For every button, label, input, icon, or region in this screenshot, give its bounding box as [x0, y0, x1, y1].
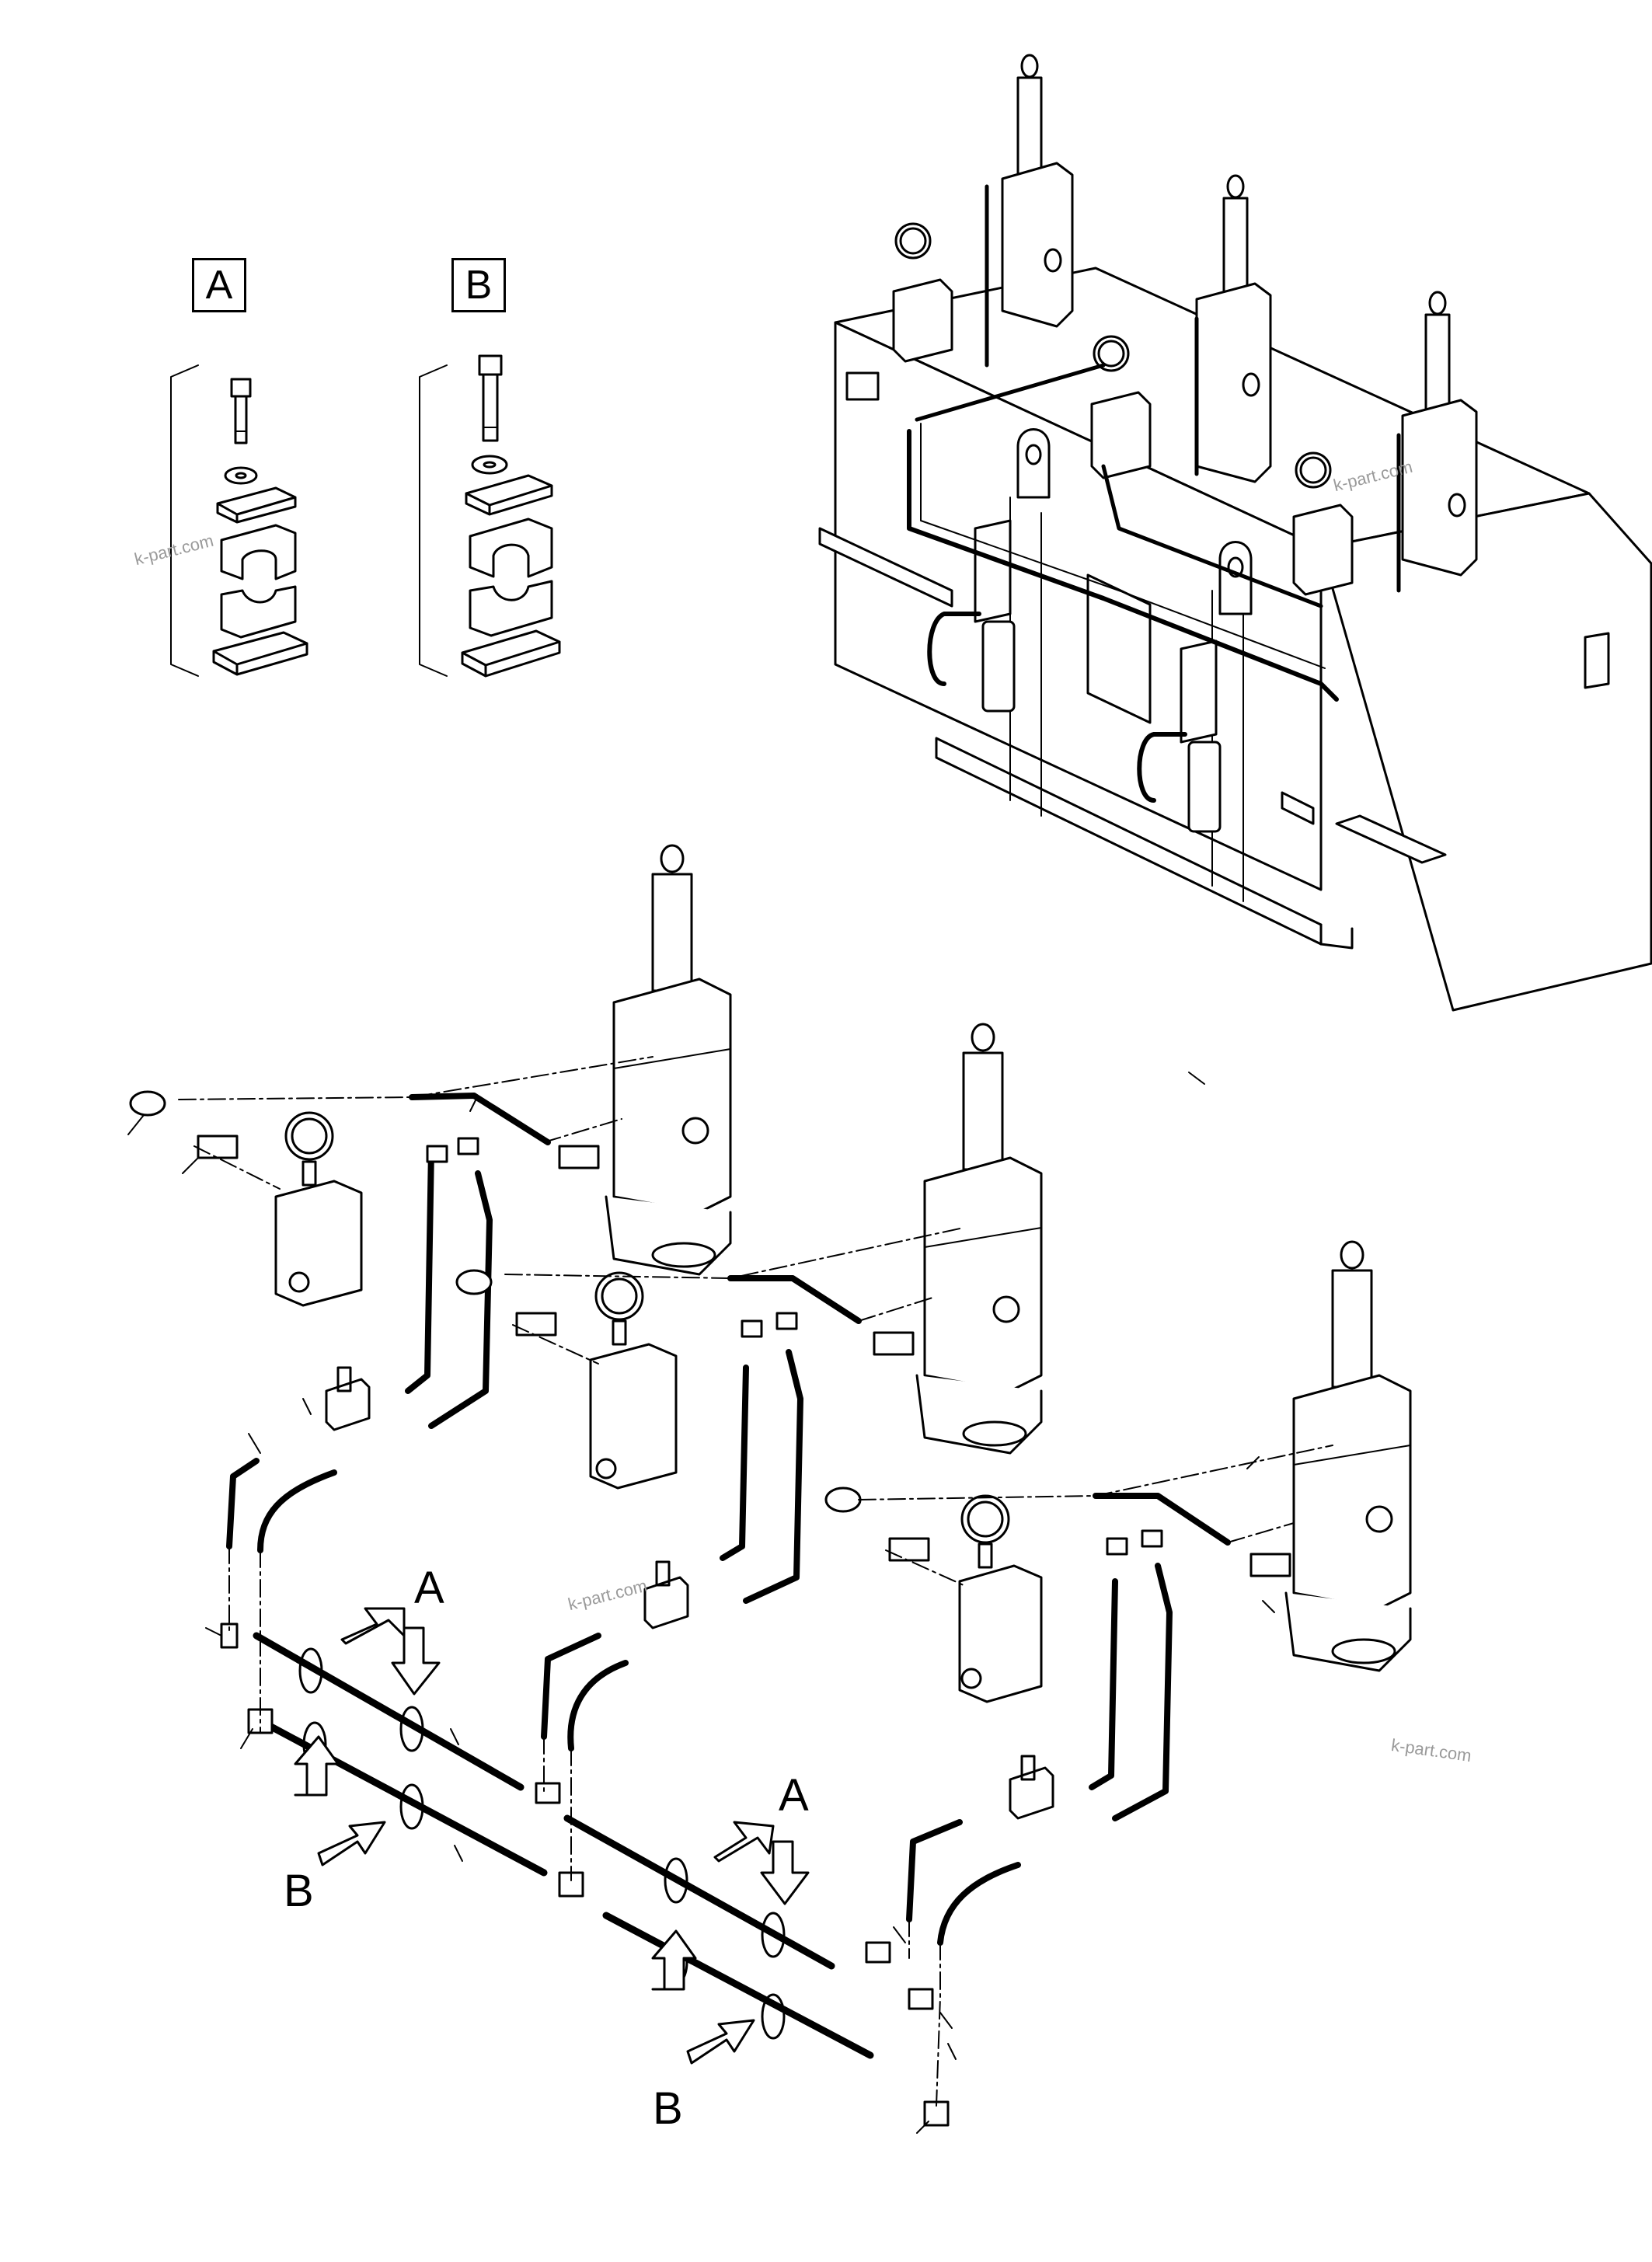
cylinder-exploded-2	[915, 1023, 1043, 1455]
cylinder-3	[1401, 291, 1478, 577]
clamp-detail-a	[170, 364, 308, 677]
clamp-detail-b	[419, 354, 561, 678]
detail-label-b: B	[451, 258, 506, 312]
flow-label-b-upper: B	[284, 1866, 314, 1916]
cylinder-exploded-1	[605, 844, 732, 1276]
gauge-valve-1	[274, 1111, 363, 1307]
hydraulic-power-unit	[818, 54, 1652, 1012]
cylinder-1	[1001, 54, 1074, 328]
gauge-2	[1090, 335, 1152, 479]
cylinder-2	[1195, 174, 1272, 483]
gauge-valve-3	[958, 1494, 1043, 1703]
gauge-3	[1292, 451, 1354, 596]
detail-label-a: A	[192, 258, 246, 312]
flow-label-a-lower: A	[779, 1770, 809, 1821]
filter-1	[974, 519, 1016, 713]
gauge-1	[892, 222, 953, 363]
cylinder-exploded-3	[1284, 1240, 1412, 1672]
flow-label-b-lower: B	[653, 2083, 683, 2134]
filter-2	[1180, 640, 1222, 833]
flow-label-a-upper: A	[414, 1563, 444, 1613]
gauge-valve-2	[589, 1271, 678, 1490]
exploded-line-assembly	[127, 844, 1412, 2134]
